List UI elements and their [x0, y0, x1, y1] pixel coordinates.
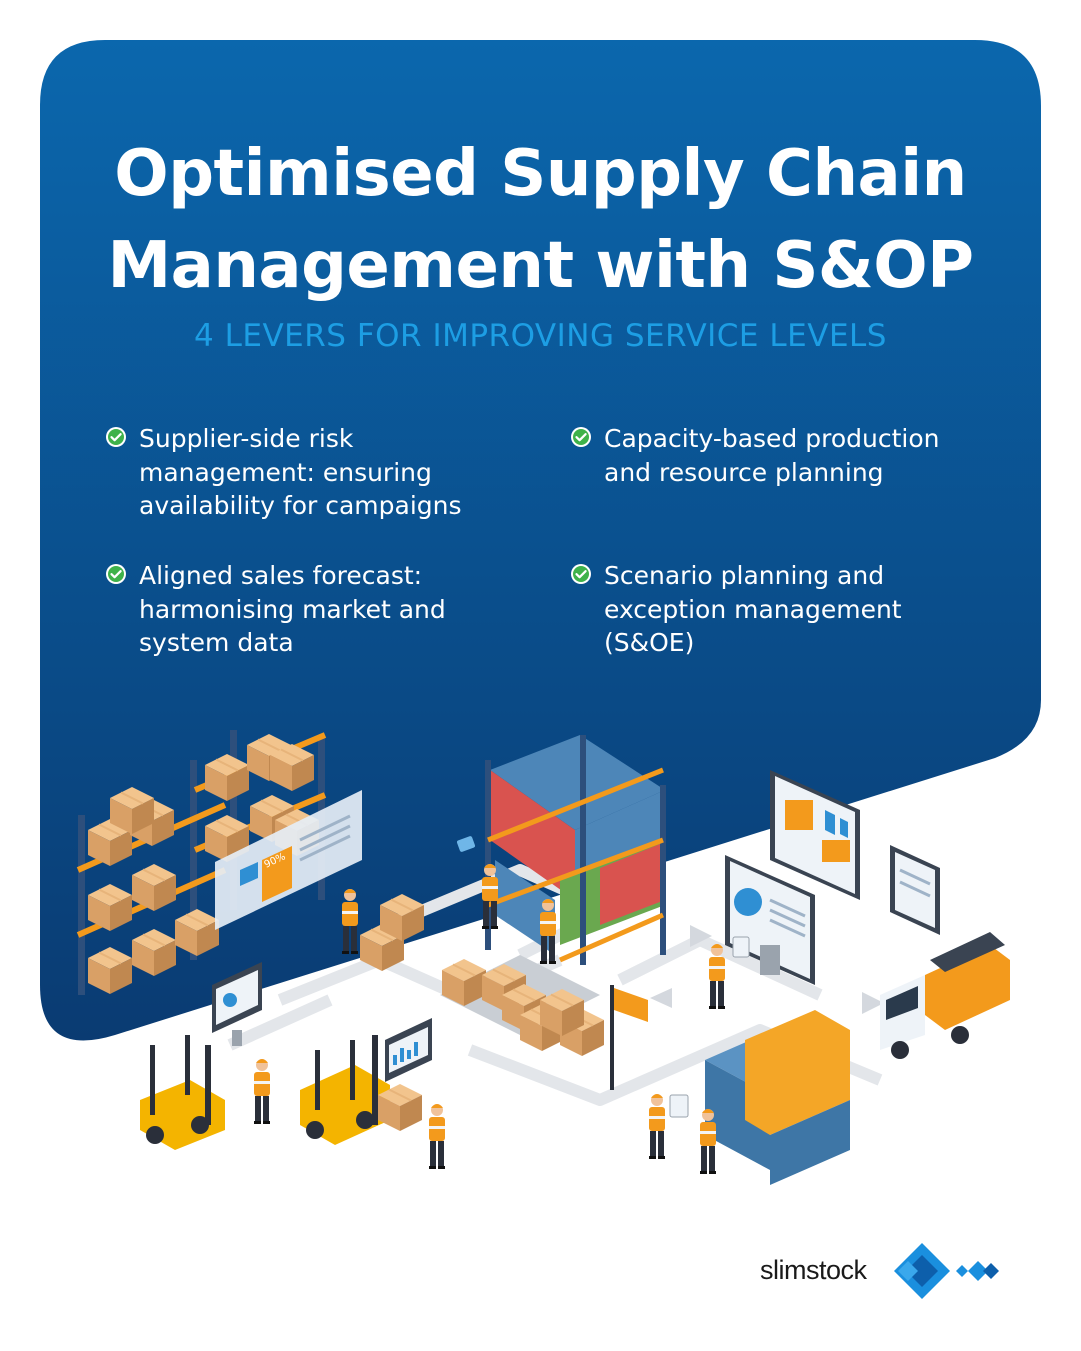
lever-line: Supplier-side risk — [139, 424, 354, 453]
worker-figure — [254, 1059, 270, 1124]
floor-arrows — [650, 925, 884, 1014]
forklift-left — [140, 1035, 225, 1150]
brand-name: slimstock — [760, 1255, 867, 1285]
lever-line: availability for campaigns — [139, 491, 462, 520]
small-monitor — [212, 962, 262, 1046]
lever-text: Capacity-based production and resource p… — [604, 422, 1024, 489]
tablet-icon — [456, 836, 750, 1118]
rack-dashboard-panel: 90% — [215, 790, 362, 930]
lever-line: harmonising market and — [139, 594, 446, 624]
lever-line: and resource planning — [604, 457, 884, 487]
delivery-truck — [880, 932, 1010, 1059]
container-rack — [485, 735, 666, 965]
brand-logo: slimstock — [760, 1235, 1010, 1305]
lever-text: Scenario planning and exception manageme… — [604, 559, 1024, 660]
forklift-center — [300, 1035, 423, 1145]
lever-line: Scenario planning and — [604, 561, 885, 590]
title-line-2: Management with S&OP — [107, 229, 974, 303]
check-circle-icon — [571, 427, 591, 447]
worker-figure — [342, 889, 358, 954]
warehouse-illustration: 90% — [76, 730, 1010, 1185]
shipping-containers — [705, 1010, 850, 1185]
check-circle-icon — [571, 564, 591, 584]
forklift-monitor — [385, 1018, 432, 1082]
title-line-1: Optimised Supply Chain — [114, 137, 967, 211]
pallets — [359, 893, 605, 1057]
check-circle-icon — [106, 427, 126, 447]
check-circle-icon — [106, 564, 126, 584]
lever-line: system data — [139, 628, 294, 657]
page-title: Optimised Supply Chain Management with S… — [40, 128, 1041, 312]
worker-figure — [429, 1104, 445, 1169]
worker-figure — [649, 1094, 665, 1159]
lever-line: Aligned sales forecast: — [139, 561, 423, 590]
page-subtitle: 4 LEVERS FOR IMPROVING SERVICE LEVELS — [194, 318, 887, 354]
lever-line: Capacity-based production — [604, 424, 940, 453]
lever-text: Supplier-side risk management: ensuring … — [139, 422, 559, 523]
lever-line: exception management — [604, 594, 902, 624]
slimstock-logo-mark-icon — [894, 1243, 999, 1299]
flag-icon — [610, 985, 648, 1090]
lever-text: Aligned sales forecast: harmonising mark… — [139, 559, 559, 660]
dashboard-monitors — [725, 770, 940, 985]
lever-line: (S&OE) — [604, 628, 695, 657]
lever-line: management: ensuring — [139, 457, 432, 487]
